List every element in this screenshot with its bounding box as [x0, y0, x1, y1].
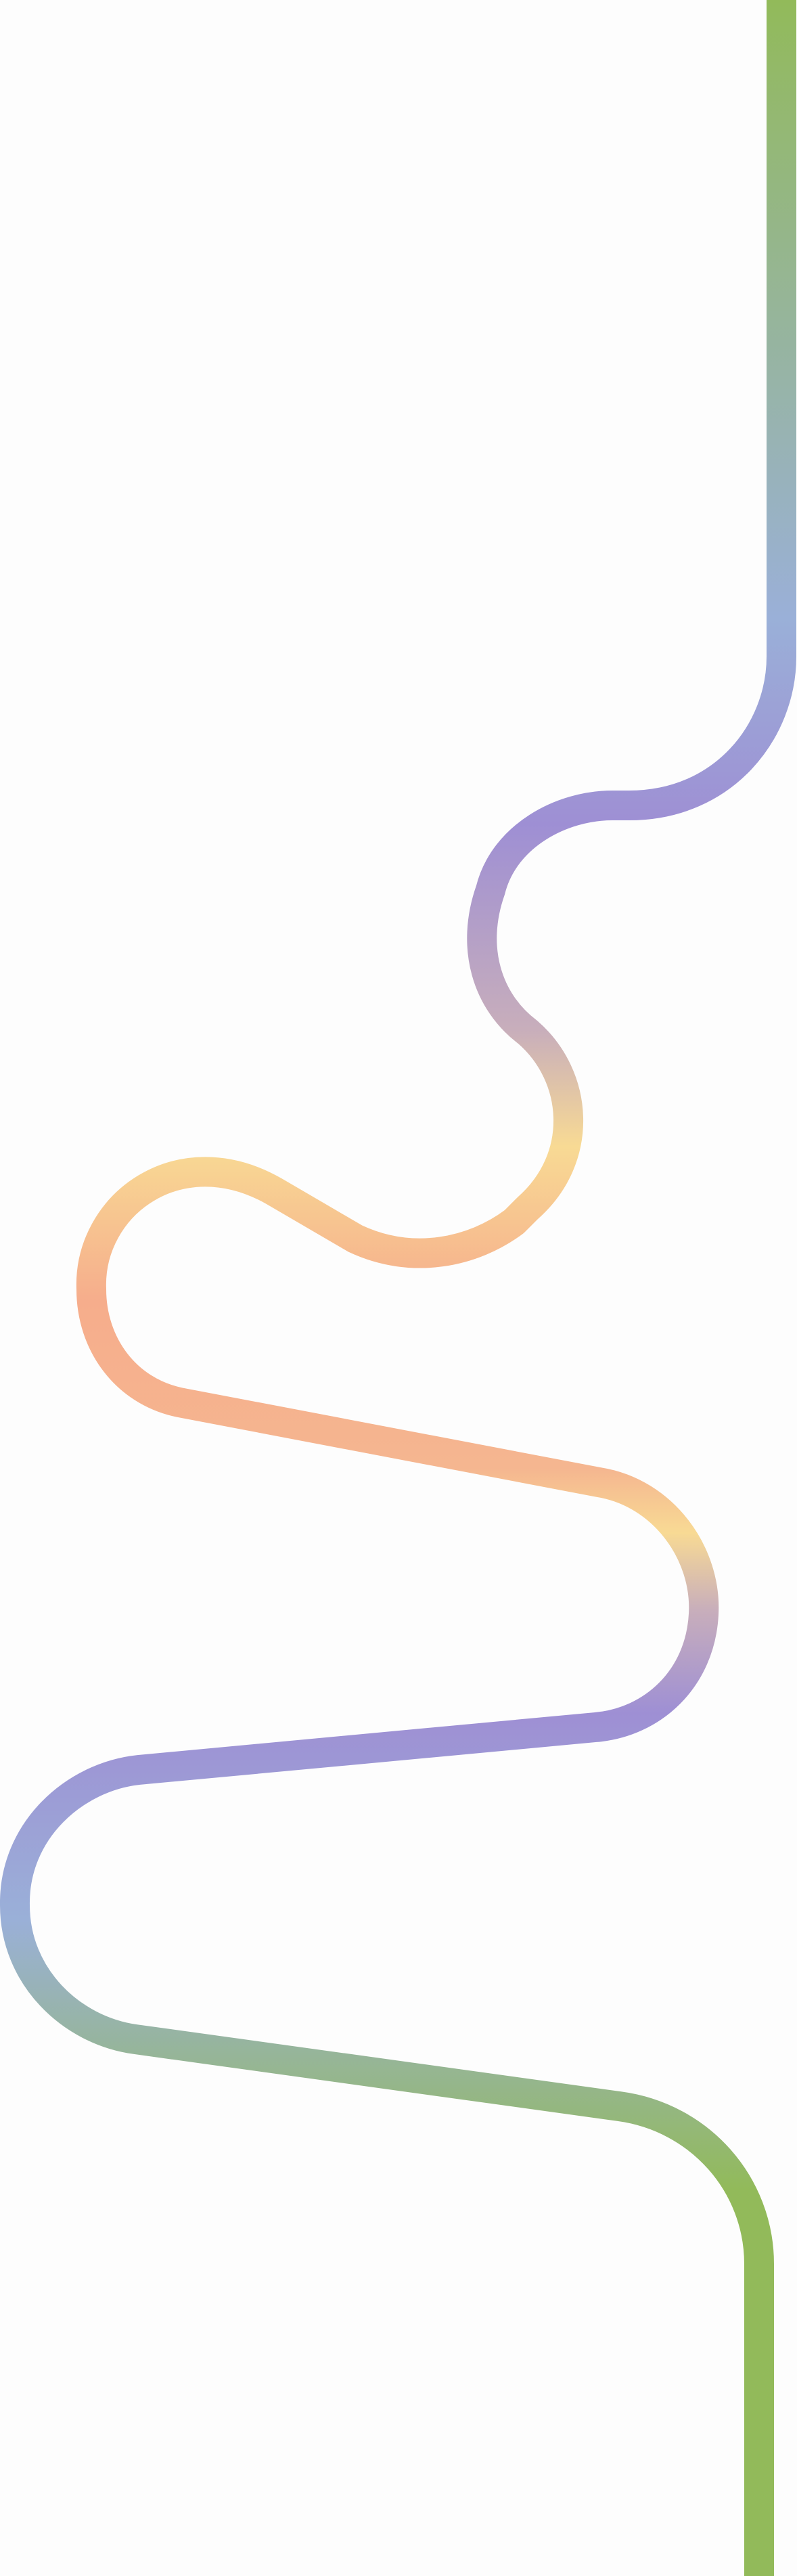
winding-path-graphic: [0, 0, 796, 2576]
decorative-canvas: [0, 0, 796, 2576]
winding-gradient-line: [0, 0, 796, 2576]
